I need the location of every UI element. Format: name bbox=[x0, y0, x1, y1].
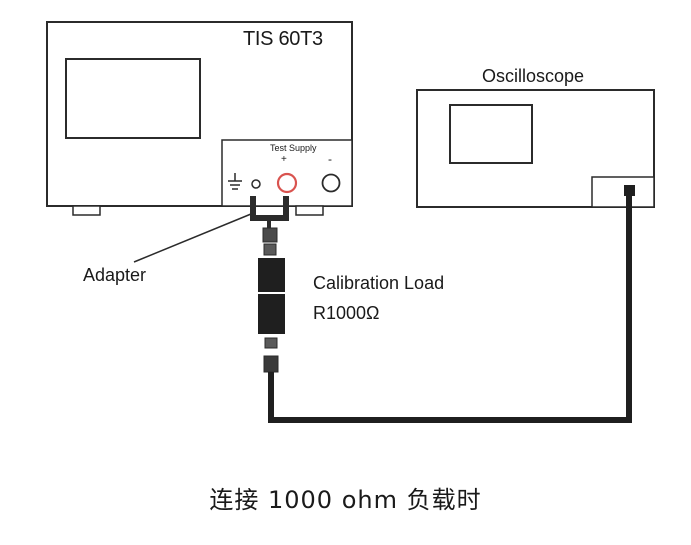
load-body-upper bbox=[258, 258, 285, 292]
instrument-screen bbox=[65, 58, 201, 139]
tis-instrument bbox=[46, 21, 353, 216]
adapter-pointer bbox=[133, 213, 252, 263]
calibration-load-label: Calibration Load bbox=[313, 273, 445, 293]
load-value-label: R1000Ω bbox=[313, 303, 380, 323]
ground-terminal bbox=[251, 179, 261, 189]
calibration-load bbox=[258, 243, 285, 373]
probe-cable bbox=[268, 195, 632, 423]
test-supply-label: Test Supply bbox=[270, 143, 317, 153]
plus-terminal bbox=[276, 172, 298, 194]
load-top-connector bbox=[263, 243, 277, 256]
adapter bbox=[133, 196, 289, 263]
plus-label: + bbox=[281, 154, 287, 165]
oscilloscope bbox=[416, 89, 655, 208]
scope-input-connector bbox=[624, 185, 635, 196]
minus-terminal bbox=[321, 173, 341, 193]
load-bottom-connector bbox=[263, 355, 279, 373]
load-mid-connector bbox=[264, 337, 278, 349]
ground-icon bbox=[228, 173, 242, 190]
minus-label: - bbox=[328, 152, 332, 166]
adapter-label: Adapter bbox=[83, 265, 147, 285]
instrument-name: TIS 60T3 bbox=[243, 28, 323, 50]
scope-screen bbox=[449, 104, 533, 164]
adapter-connector bbox=[262, 227, 278, 243]
oscilloscope-name: Oscilloscope bbox=[482, 66, 585, 86]
scope-input-panel bbox=[591, 176, 655, 208]
instrument-foot-left bbox=[72, 205, 101, 216]
instrument-foot-right bbox=[295, 205, 324, 216]
load-body-lower bbox=[258, 294, 285, 334]
diagram-caption: 连接 1000 ohm 负载时 bbox=[209, 486, 482, 514]
